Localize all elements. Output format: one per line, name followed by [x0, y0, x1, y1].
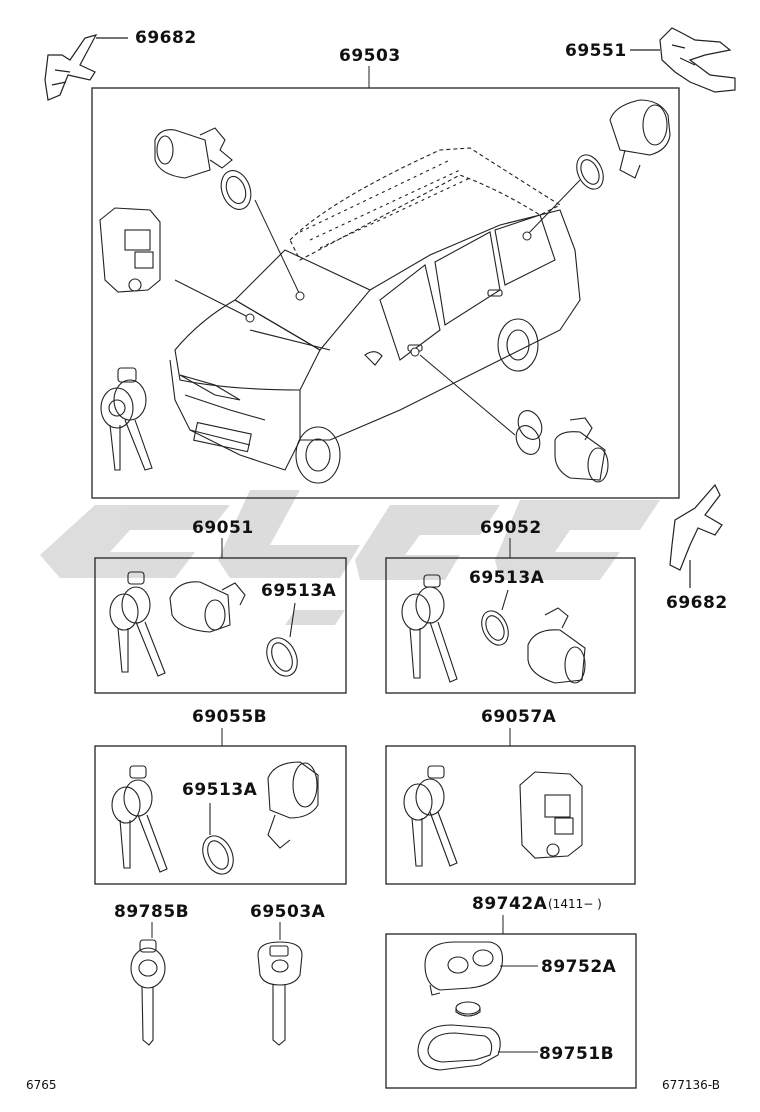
key-69503a [257, 941, 303, 1046]
ring-69513a-3 [202, 803, 234, 875]
ring-69513a-2 [481, 589, 509, 646]
label-69513a-2: 69513A [469, 568, 545, 588]
label-89742a-date: (1411− ) [548, 897, 602, 911]
callout-leaders [174, 179, 581, 436]
box-89742a [385, 933, 637, 1089]
remote-case-89752a [424, 941, 538, 996]
label-69513a-3: 69513A [182, 780, 258, 800]
clip-69551 [630, 27, 736, 93]
key-set-69051 [109, 571, 166, 677]
watermark [40, 490, 660, 625]
side-door-lock-cylinder [515, 410, 609, 483]
ignition-cylinder-69057a [519, 771, 583, 859]
car-illustration [169, 147, 581, 484]
label-89742a: 89742A [472, 894, 548, 914]
battery-cell [455, 1001, 481, 1017]
key-set-69052 [401, 574, 458, 683]
key-89785b [130, 939, 166, 1046]
label-69057a: 69057A [481, 707, 557, 727]
label-69051: 69051 [192, 518, 254, 538]
label-69682-right: 69682 [666, 593, 728, 613]
label-89785b: 89785B [114, 902, 190, 922]
clip-69682-right [669, 483, 723, 588]
callout-dots [245, 231, 532, 357]
box-69057a [385, 745, 636, 885]
remote-cover-89751b [417, 1024, 538, 1071]
label-89751b: 89751B [539, 1044, 615, 1064]
cylinder-69052 [527, 607, 586, 684]
label-89752a: 89752A [541, 957, 617, 977]
clip-69682-top [44, 34, 128, 101]
box-69051 [94, 557, 347, 694]
key-set-69055b [111, 765, 168, 873]
back-door-lock-cylinder [576, 99, 671, 190]
label-69052: 69052 [480, 518, 542, 538]
label-69513a-1: 69513A [261, 581, 337, 601]
key-set-69057a [403, 765, 458, 867]
footer-left-code: 6765 [26, 1078, 57, 1092]
box-69055b [94, 745, 347, 885]
label-69055b: 69055B [192, 707, 268, 727]
door-lock-cylinder-front [154, 127, 252, 210]
cylinder-69055b [267, 761, 319, 849]
key-in-main-box [100, 367, 153, 471]
cylinder-69051 [169, 581, 246, 633]
ring-69513a-1 [266, 602, 298, 677]
footer-right-code: 677136-B [662, 1078, 720, 1092]
main-assembly-box [91, 87, 680, 499]
label-69551: 69551 [565, 41, 627, 61]
label-69503a: 69503A [250, 902, 326, 922]
label-69682-top: 69682 [135, 28, 197, 48]
ignition-cylinder [99, 207, 161, 293]
label-69503: 69503 [339, 46, 401, 66]
